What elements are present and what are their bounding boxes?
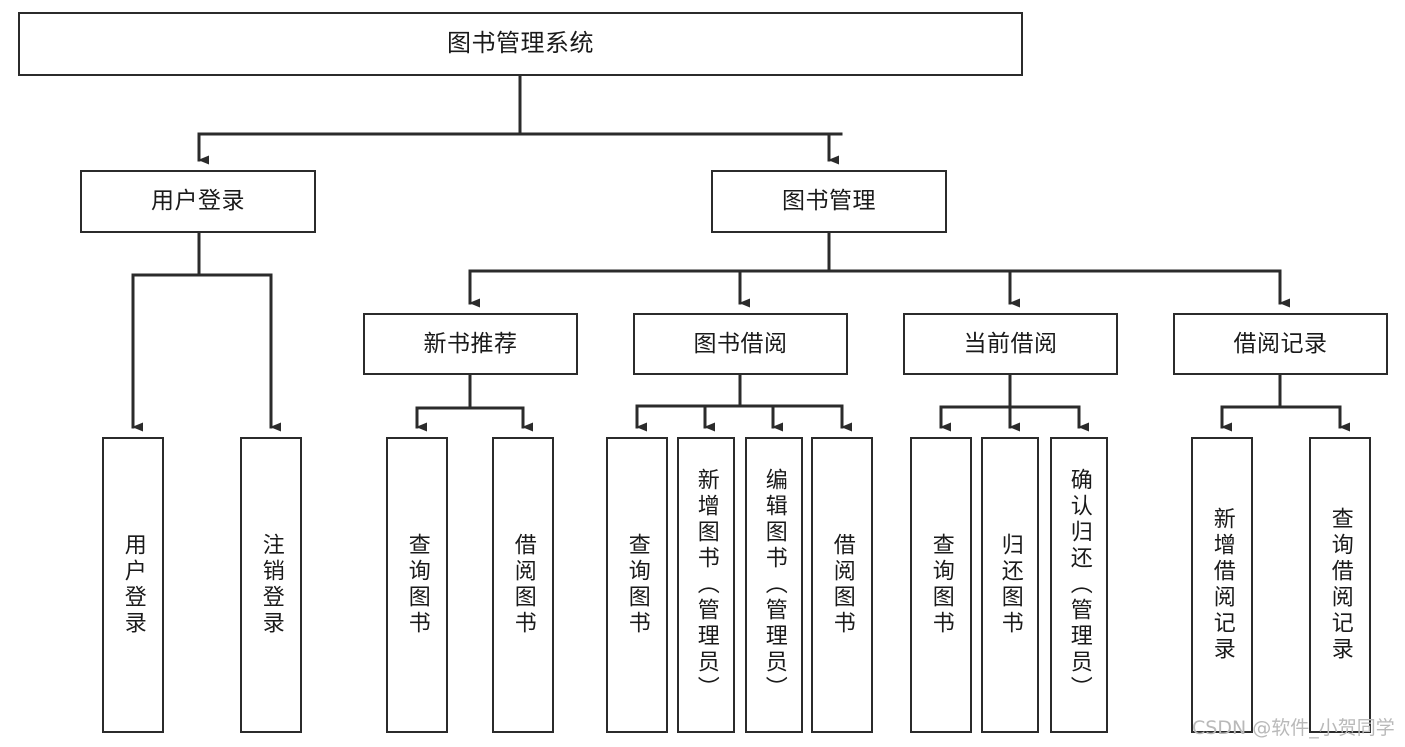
leaf-confirm-return-admin[interactable]: 确认归还（管理员） [1050,437,1108,733]
node-label: 新增图书（管理员） [693,468,719,702]
node-root-system[interactable]: 图书管理系统 [18,12,1023,76]
node-label: 图书管理系统 [447,29,594,58]
node-label: 新增借阅记录 [1209,507,1235,663]
leaf-query-book-new[interactable]: 查询图书 [386,437,448,733]
node-book-borrow[interactable]: 图书借阅 [633,313,848,375]
leaf-borrow-book[interactable]: 借阅图书 [811,437,873,733]
leaf-query-borrow-record[interactable]: 查询借阅记录 [1309,437,1371,733]
csdn-watermark: CSDN @软件_小贺同学 [1192,717,1395,739]
node-label: 新书推荐 [423,330,518,357]
node-label: 用户登录 [120,533,146,637]
leaf-add-borrow-record[interactable]: 新增借阅记录 [1191,437,1253,733]
leaf-borrow-book-new[interactable]: 借阅图书 [492,437,554,733]
leaf-add-book-admin[interactable]: 新增图书（管理员） [677,437,735,733]
node-label: 借阅图书 [510,533,536,637]
node-current-borrow[interactable]: 当前借阅 [903,313,1118,375]
node-label: 用户登录 [151,188,245,215]
node-label: 借阅图书 [829,533,855,637]
leaf-user-logout[interactable]: 注销登录 [240,437,302,733]
node-label: 编辑图书（管理员） [761,468,787,702]
leaf-query-book-borrow[interactable]: 查询图书 [606,437,668,733]
node-book-management[interactable]: 图书管理 [711,170,947,233]
node-label: 查询图书 [624,533,650,637]
leaf-user-login[interactable]: 用户登录 [102,437,164,733]
node-new-book-recommend[interactable]: 新书推荐 [363,313,578,375]
node-label: 借阅记录 [1233,330,1328,357]
leaf-edit-book-admin[interactable]: 编辑图书（管理员） [745,437,803,733]
node-label: 确认归还（管理员） [1066,468,1092,702]
node-label: 查询图书 [928,533,954,637]
node-label: 当前借阅 [963,330,1058,357]
node-label: 查询借阅记录 [1327,507,1353,663]
leaf-return-book[interactable]: 归还图书 [981,437,1039,733]
node-user-login[interactable]: 用户登录 [80,170,316,233]
leaf-query-book-current[interactable]: 查询图书 [910,437,972,733]
node-label: 查询图书 [404,533,430,637]
node-label: 图书借阅 [693,330,788,357]
node-label: 注销登录 [258,533,284,637]
node-borrow-record[interactable]: 借阅记录 [1173,313,1388,375]
node-label: 图书管理 [782,188,876,215]
node-label: 归还图书 [997,533,1023,637]
